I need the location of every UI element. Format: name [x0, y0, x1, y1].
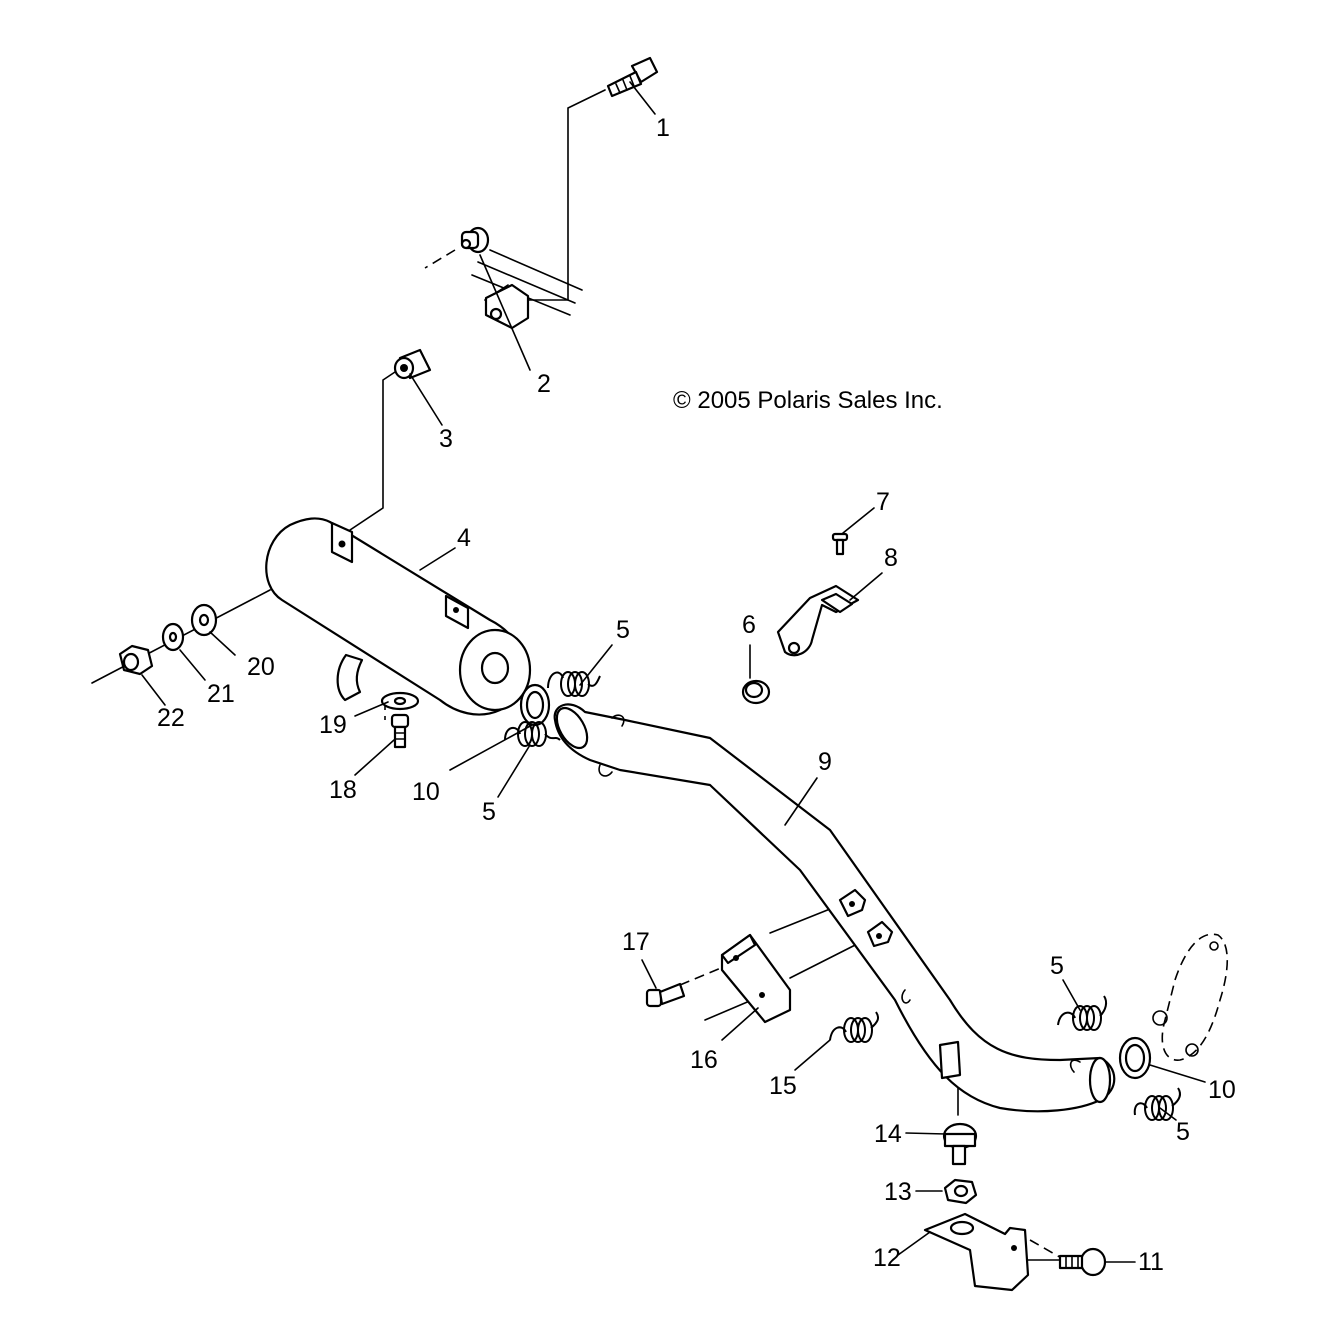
part-isolator-14	[942, 1122, 978, 1166]
copyright-notice: © 2005 Polaris Sales Inc.	[673, 387, 943, 414]
part-washer-21	[161, 622, 185, 652]
callout-leaders	[141, 81, 1206, 1263]
callout-9: 9	[818, 748, 832, 776]
part-washer-19	[380, 691, 420, 711]
part-nut-13	[943, 1178, 978, 1205]
part-spring-b	[504, 721, 561, 747]
part-plug-6	[741, 679, 771, 705]
callout-11: 11	[1138, 1248, 1164, 1276]
callout-10b: 10	[1208, 1076, 1236, 1104]
part-screw-11	[1058, 1247, 1107, 1277]
callout-17: 17	[622, 928, 650, 956]
callout-5a: 5	[616, 616, 630, 644]
part-bolt-17	[645, 982, 686, 1008]
part-grommet	[460, 226, 490, 254]
callout-2: 2	[537, 370, 551, 398]
callout-19: 19	[319, 711, 347, 739]
part-bracket-upper	[484, 283, 530, 330]
part-gasket-upper	[519, 683, 551, 727]
callout-4: 4	[457, 524, 471, 552]
part-screw-7	[831, 532, 849, 556]
callout-12: 12	[873, 1244, 901, 1272]
callout-3: 3	[439, 425, 453, 453]
part-exhaust-pipe	[553, 703, 1116, 1113]
part-bracket-8	[776, 584, 860, 657]
part-washer-20	[190, 603, 218, 637]
callout-5c: 5	[1050, 952, 1064, 980]
callout-13: 13	[884, 1178, 912, 1206]
part-gasket-lower	[1118, 1036, 1152, 1080]
part-bushing	[393, 348, 432, 380]
part-heat-shield-16	[720, 933, 792, 1024]
callout-7: 7	[876, 488, 890, 516]
part-bracket-12	[923, 1212, 1030, 1292]
callout-1: 1	[656, 114, 670, 142]
part-bolt	[606, 56, 659, 98]
engine-flange-outline	[1152, 933, 1229, 1061]
callout-14: 14	[874, 1120, 902, 1148]
callout-labels: 1 2 3 4 5 5 5 5 6 7 8 9 10 10 11 12 13 1…	[157, 114, 1236, 1276]
part-screw-18	[390, 713, 410, 749]
part-spring-a	[547, 671, 601, 697]
callout-6: 6	[742, 611, 756, 639]
part-muffler	[265, 517, 532, 716]
callout-18: 18	[329, 776, 357, 804]
callout-5b: 5	[482, 798, 496, 826]
callout-22: 22	[157, 704, 185, 732]
callout-16: 16	[690, 1046, 718, 1074]
callout-20: 20	[247, 653, 275, 681]
part-spring-c	[1057, 995, 1108, 1031]
part-nut-22	[118, 644, 154, 676]
part-spring-d	[1133, 1087, 1181, 1121]
part-spring-15	[829, 1011, 880, 1043]
callout-10a: 10	[412, 778, 440, 806]
callout-5d: 5	[1176, 1118, 1190, 1146]
callout-21: 21	[207, 680, 235, 708]
callout-15: 15	[769, 1072, 797, 1100]
callout-8: 8	[884, 544, 898, 572]
